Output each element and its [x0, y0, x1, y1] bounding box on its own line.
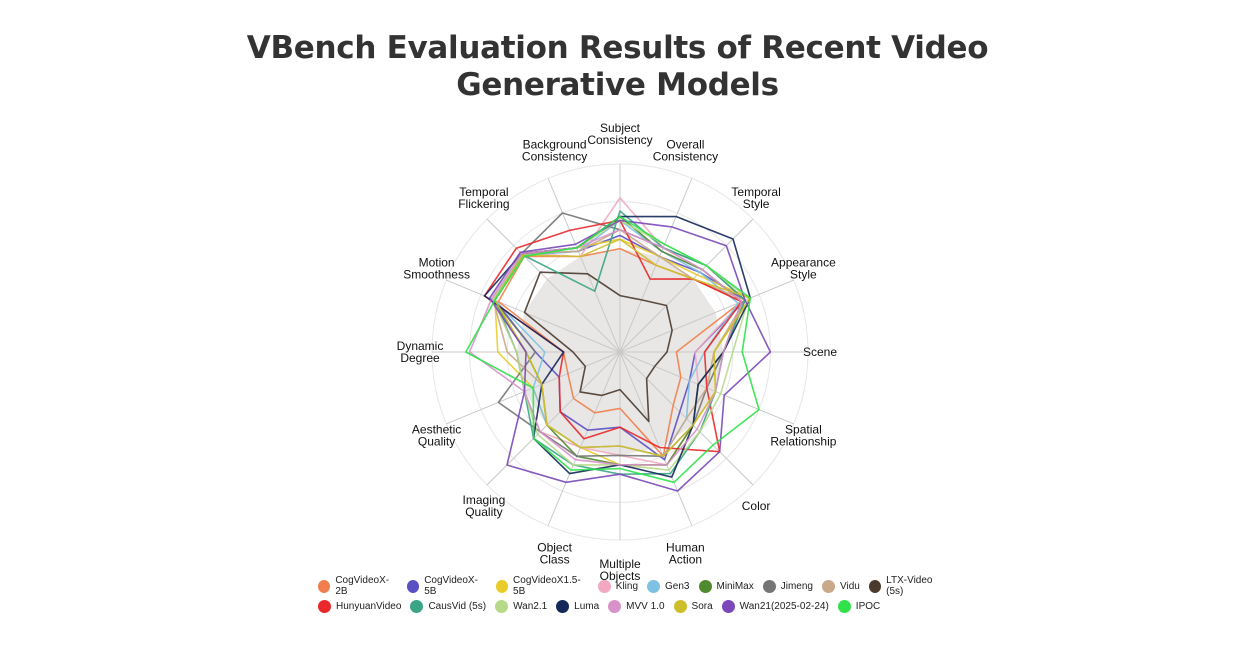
legend-label: Kling — [615, 580, 639, 592]
legend-swatch — [608, 599, 622, 613]
legend-item[interactable]: HunyuanVideo — [318, 599, 402, 613]
legend-item[interactable]: Sora — [673, 599, 713, 613]
grid-spoke — [619, 279, 794, 353]
legend-swatch — [762, 579, 776, 593]
legend-swatch — [318, 599, 331, 613]
legend-label: Wan21(2025-02-24) — [739, 600, 829, 612]
legend-label: CogVideoX-5B — [424, 575, 478, 597]
legend-label: HunyuanVideo — [336, 600, 402, 612]
legend-label: IPOC — [855, 600, 881, 612]
legend-label: MiniMax — [716, 580, 754, 592]
series-ltx-video-5s — [523, 271, 673, 423]
legend-label: CogVideoX-2B — [335, 575, 390, 597]
legend-label: Luma — [574, 600, 600, 612]
grid-spoke — [446, 279, 621, 353]
legend-label: LTX-Video (5s) — [886, 575, 933, 597]
chart-title: VBench Evaluation Results of Recent Vide… — [0, 30, 1235, 104]
grid-spoke — [547, 178, 621, 353]
legend-swatch — [406, 579, 420, 593]
legend-item[interactable]: Kling — [597, 579, 639, 593]
legend-label: CogVideoX1.5-5B — [513, 575, 581, 597]
legend-swatch — [821, 579, 835, 593]
legend-swatch — [868, 579, 882, 593]
legend-label: Wan2.1 — [513, 600, 548, 612]
legend-item[interactable]: CogVideoX-5B — [406, 575, 487, 597]
grid-spoke — [619, 351, 693, 526]
legend-label: MVV 1.0 — [626, 600, 665, 612]
chart-title-text: VBench Evaluation Results of Recent Vide… — [246, 30, 989, 103]
legend-label: Gen3 — [665, 580, 690, 592]
legend-row: HunyuanVideo CausVid (5s) Wan2.1 Luma MVV 1.… — [318, 596, 958, 616]
legend-swatch — [837, 599, 851, 613]
legend-label: Jimeng — [780, 580, 813, 592]
legend-swatch — [410, 599, 424, 613]
legend-swatch — [495, 599, 509, 613]
legend-item[interactable]: MVV 1.0 — [608, 599, 665, 613]
legend-item[interactable]: LTX-Video (5s) — [868, 575, 949, 597]
legend-item[interactable]: CogVideoX1.5-5B — [495, 575, 589, 597]
legend: CogVideoX-2B CogVideoX-5B CogVideoX1.5-5B K… — [318, 575, 958, 616]
legend-swatch — [698, 579, 712, 593]
legend-swatch — [318, 579, 331, 593]
legend-item[interactable]: CausVid (5s) — [410, 599, 487, 613]
legend-item[interactable]: MiniMax — [698, 579, 754, 593]
legend-item[interactable]: CogVideoX-2B — [318, 575, 398, 597]
series-hunyuanvideo — [483, 219, 743, 453]
legend-item[interactable]: Gen3 — [647, 579, 690, 593]
axis-label-scene: Scene — [803, 345, 837, 359]
legend-row: CogVideoX-2B CogVideoX-5B CogVideoX1.5-5B K… — [318, 575, 958, 597]
grid-spoke — [619, 218, 754, 353]
legend-swatch — [597, 579, 611, 593]
grid-spoke — [486, 351, 621, 486]
legend-swatch — [721, 599, 735, 613]
series-wan21-2025-02-24 — [488, 219, 772, 492]
series-ipoc — [464, 215, 760, 484]
legend-item[interactable]: Jimeng — [762, 579, 813, 593]
legend-label: Sora — [691, 600, 713, 612]
legend-label: CausVid (5s) — [428, 600, 487, 612]
grid-spoke — [486, 218, 621, 353]
legend-item[interactable]: Wan2.1 — [495, 599, 548, 613]
legend-item[interactable]: Wan21(2025-02-24) — [721, 599, 829, 613]
radar-series — [464, 197, 772, 492]
legend-label: Vidu — [839, 580, 860, 592]
legend-swatch — [556, 599, 570, 613]
legend-item[interactable]: IPOC — [837, 599, 881, 613]
legend-swatch — [673, 599, 687, 613]
legend-swatch — [495, 579, 509, 593]
legend-swatch — [647, 579, 661, 593]
legend-item[interactable]: Vidu — [821, 579, 860, 593]
legend-item[interactable]: Luma — [556, 599, 600, 613]
axis-label-color: Color — [742, 499, 771, 513]
